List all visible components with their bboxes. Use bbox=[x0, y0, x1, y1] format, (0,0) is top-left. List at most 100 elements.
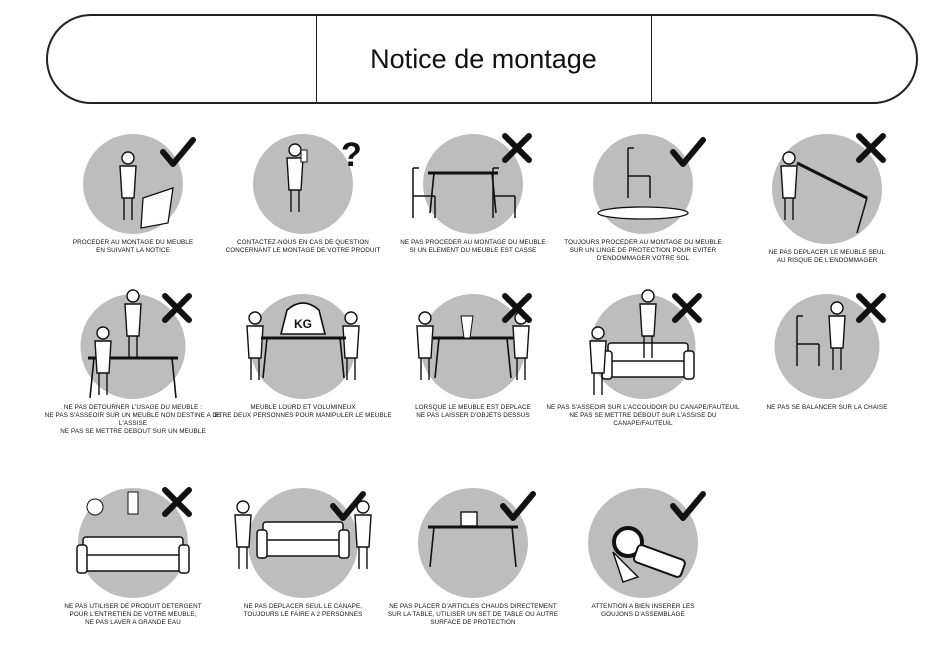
chair-figure bbox=[796, 315, 820, 366]
person-figure bbox=[780, 151, 798, 220]
illustration-circle bbox=[772, 134, 882, 244]
banner-divider-left bbox=[316, 16, 317, 102]
check-icon bbox=[670, 137, 706, 167]
sofa-figure bbox=[76, 536, 190, 574]
person-figure bbox=[639, 289, 657, 358]
caption-line: MEUBLE LOURD ET VOLUMINEUX bbox=[250, 404, 356, 411]
illustration-circle bbox=[253, 134, 353, 234]
instruction-illustration bbox=[588, 488, 706, 598]
cross-icon bbox=[162, 487, 192, 517]
instruction-illustration bbox=[80, 289, 192, 399]
kg-weight-icon: KG bbox=[279, 302, 327, 335]
caption-line: CONTACTEZ-NOUS EN CAS DE QUESTION bbox=[237, 239, 369, 246]
cross-icon bbox=[856, 293, 886, 323]
illustration-circle bbox=[423, 134, 523, 234]
instruction-tile: NE PAS PLACER D'ARTICLES CHAUDS DIRECTEM… bbox=[373, 482, 573, 627]
chair-figure bbox=[627, 147, 651, 198]
sofa-figure bbox=[256, 521, 350, 559]
caption-line: NE PAS SE METTRE DEBOUT SUR L'ASSISE DU … bbox=[569, 411, 717, 427]
instruction-illustration bbox=[83, 134, 196, 234]
caption-line: LORSQUE LE MEUBLE EST DEPLACE bbox=[415, 404, 531, 411]
person-figure bbox=[416, 311, 434, 380]
instruction-illustration bbox=[234, 488, 372, 598]
instruction-illustration bbox=[593, 134, 706, 234]
person-figure bbox=[124, 289, 142, 358]
caption-line: GOUJONS D'ASSEMBLAGE bbox=[601, 610, 685, 618]
instruction-caption: NE PAS DETOURNER L'USAGE DU MEUBLE :NE P… bbox=[33, 404, 233, 435]
chair-figure bbox=[412, 167, 436, 218]
title-banner: Notice de montage bbox=[46, 14, 918, 104]
caption-line: NE PAS DEPLACER LE MEUBLE SEUL bbox=[768, 249, 886, 256]
cross-icon bbox=[162, 293, 192, 323]
check-icon bbox=[500, 491, 536, 521]
illustration-circle bbox=[774, 294, 880, 399]
instruction-caption: NE PAS PLACER D'ARTICLES CHAUDS DIRECTEM… bbox=[373, 603, 573, 627]
instruction-tile: NE PAS DETOURNER L'USAGE DU MEUBLE :NE P… bbox=[33, 288, 233, 435]
caption-line: TOUJOURS LE FAIRE A 2 PERSONNES bbox=[243, 610, 363, 618]
illustration-circle bbox=[250, 294, 356, 399]
person-figure bbox=[286, 143, 304, 212]
table-figure bbox=[261, 336, 346, 379]
caption-line: NE PAS DETOURNER L'USAGE DU MEUBLE : bbox=[63, 404, 203, 411]
instruction-illustration: KG bbox=[246, 294, 360, 399]
illustration-circle bbox=[418, 488, 528, 598]
instruction-illustration bbox=[774, 293, 886, 399]
cross-icon bbox=[672, 293, 702, 323]
check-icon bbox=[160, 137, 196, 167]
caption-line: TOUJOURS PROCEDER AU MONTAGE DU MEUBLE bbox=[564, 239, 722, 246]
cross-icon bbox=[856, 133, 886, 163]
caption-line: SUR UN LINGE DE PROTECTION POUR EVITER bbox=[569, 246, 717, 254]
caption-line: NE PAS SE BALANCER SUR LA CHAISE bbox=[766, 404, 888, 411]
person-figure bbox=[342, 311, 360, 380]
caption-line: NE PAS DEPLACER SEUL LE CANAPE, bbox=[243, 603, 363, 610]
instruction-tile: NE PAS S'ASSEOIR SUR L'ACCOUDOIR DU CANA… bbox=[543, 288, 743, 428]
caption-line: SI UN ELEMENT DU MEUBLE EST CASSE bbox=[409, 246, 537, 254]
caption-line: PROCEDER AU MONTAGE DU MEUBLE bbox=[72, 239, 194, 246]
instruction-caption: NE PAS DEPLACER SEUL LE CANAPE,TOUJOURS … bbox=[203, 603, 403, 619]
caption-line: AU RISQUE DE L'ENDOMMAGER bbox=[776, 256, 878, 264]
caption-line: SUR LA TABLE, UTILISER UN SET DE TABLE O… bbox=[387, 610, 559, 618]
cross-icon bbox=[502, 133, 532, 163]
caption-line: NE PAS LAISSER D'OBJETS DESSUS bbox=[416, 411, 530, 419]
caption-line: NE PAS S'ASSEOIR SUR L'ACCOUDOIR DU CANA… bbox=[546, 404, 740, 411]
caption-line: EN SUIVANT LA NOTICE bbox=[96, 246, 170, 254]
sofa-figure bbox=[601, 342, 695, 380]
chair-figure bbox=[492, 167, 516, 218]
cross-icon bbox=[502, 293, 532, 323]
person-figure bbox=[94, 326, 112, 395]
caption-line: NE PAS PROCEDER AU MONTAGE DU MEUBLE bbox=[400, 239, 546, 246]
person-figure bbox=[119, 151, 137, 220]
caption-line: ATTENTION A BIEN INSERER LES bbox=[591, 603, 695, 610]
table-figure bbox=[428, 525, 518, 568]
caption-line: CONCERNANT LE MONTAGE DE VOTRE PRODUIT bbox=[225, 246, 381, 254]
instruction-illustration: ? bbox=[253, 134, 362, 234]
page-title: Notice de montage bbox=[370, 43, 597, 74]
caption-line: POUR L'ENTRETIEN DE VOTRE MEUBLE, bbox=[69, 610, 197, 618]
caption-line: D'ENDOMMAGER VOTRE SOL bbox=[596, 254, 690, 262]
caption-line: ETRE DEUX PERSONNES POUR MANIPULER LE ME… bbox=[214, 411, 392, 419]
instruction-illustration bbox=[589, 289, 702, 399]
check-icon bbox=[330, 491, 366, 521]
caption-line: NE PAS SE METTRE DEBOUT SUR UN MEUBLE bbox=[60, 427, 206, 435]
instruction-illustration bbox=[418, 488, 536, 598]
person-figure bbox=[246, 311, 264, 380]
dowel-figure bbox=[612, 526, 686, 583]
question-mark-icon: ? bbox=[341, 136, 362, 174]
instruction-illustration bbox=[772, 133, 886, 244]
caption-line: NE PAS S'ASSEOIR SUR UN MEUBLE NON DESTI… bbox=[44, 411, 222, 427]
instruction-caption: NE PAS SE BALANCER SUR LA CHAISE bbox=[727, 404, 927, 412]
instruction-illustration bbox=[416, 293, 532, 399]
caption-line: NE PAS UTILISER DE PRODUIT DETERGENT bbox=[64, 603, 202, 610]
illustration-circle bbox=[420, 294, 526, 399]
